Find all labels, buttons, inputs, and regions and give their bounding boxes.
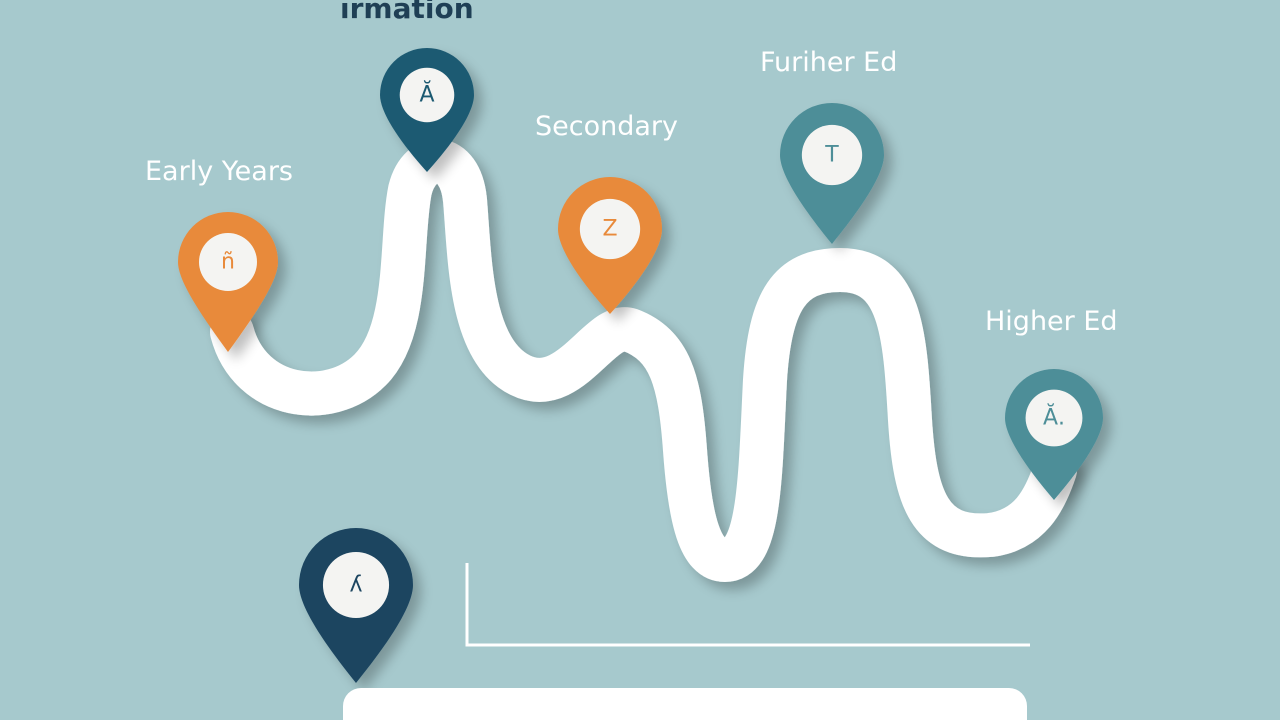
pin-start-glyph: ʎ <box>349 573 362 598</box>
bottom-panel <box>343 688 1027 720</box>
stage-pins: ñ Ӑ Z T Ӑ. ʎ <box>178 48 1103 683</box>
pin-early-years-badge <box>199 233 257 291</box>
diagram-title: ırmation <box>340 0 474 25</box>
pin-further-ed-marker: T <box>779 102 884 245</box>
pin-primary-marker: Ӑ <box>380 48 474 172</box>
winding-road <box>210 139 1077 582</box>
pin-early-years-glyph: ñ <box>221 250 235 275</box>
pin-further-ed-glyph: T <box>824 143 839 168</box>
pin-early-years-marker: ñ <box>178 212 278 352</box>
pin-secondary-marker: Z <box>558 177 662 314</box>
pin-primary-glyph: Ӑ <box>419 81 434 108</box>
pin-start-marker: ʎ <box>299 528 413 683</box>
pin-primary-badge <box>399 67 455 123</box>
pin-higher-ed-badge <box>1025 389 1083 447</box>
pin-start-badge <box>322 551 390 619</box>
label-higher-ed: Higher Ed <box>985 306 1118 337</box>
baseline-bracket <box>465 563 1030 647</box>
label-further-ed: Furiher Ed <box>760 47 897 78</box>
label-secondary: Secondary <box>535 111 678 142</box>
pin-higher-ed-glyph: Ӑ. <box>1043 404 1065 431</box>
pin-secondary-glyph: Z <box>602 217 617 242</box>
pin-secondary-badge <box>579 198 641 260</box>
pin-further-ed-badge <box>801 124 863 186</box>
pin-higher-ed-marker: Ӑ. <box>1005 369 1103 500</box>
label-early-years: Early Years <box>145 156 293 187</box>
